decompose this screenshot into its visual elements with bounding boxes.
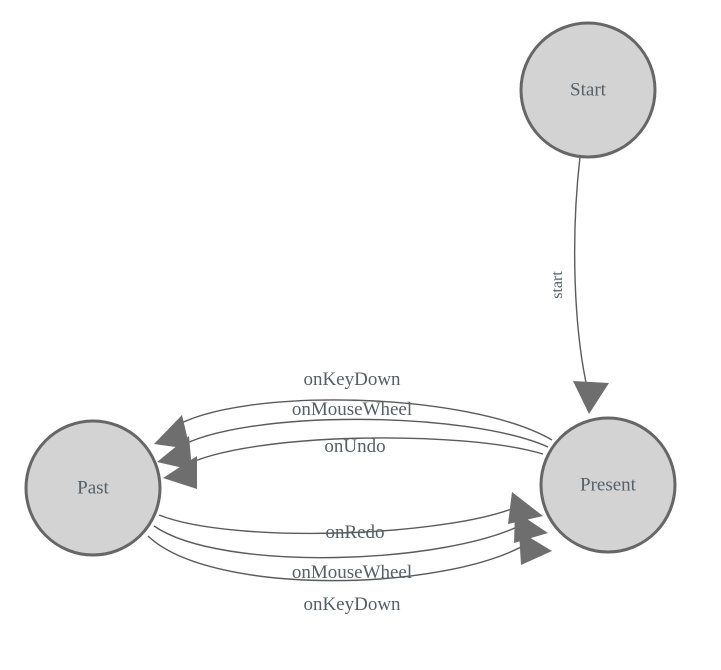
node-past[interactable]: Past	[24, 419, 162, 557]
arrowhead-into-past-1	[154, 415, 190, 449]
arrowhead-into-past-2	[157, 436, 192, 470]
edge-present-to-past-onundo[interactable]	[163, 437, 544, 489]
edge-present-to-past-onmousewheel-path	[176, 418, 549, 449]
edge-past-to-present-onkeydown[interactable]	[147, 531, 552, 582]
edge-present-to-past-onmousewheel[interactable]	[157, 418, 549, 470]
arrowhead-into-present-3	[519, 531, 552, 565]
edge-present-to-past-onkeydown[interactable]	[154, 399, 553, 449]
edge-label-onredo: onRedo	[325, 522, 384, 543]
node-start-circle	[519, 21, 657, 159]
edge-past-to-present-onmousewheel-path	[153, 522, 526, 559]
node-present-label: Present	[580, 474, 637, 495]
node-start-label: Start	[570, 79, 607, 100]
edge-label-onkeydown-upper: onKeyDown	[303, 369, 401, 390]
arrowhead-into-past-3	[163, 456, 197, 489]
edge-present-to-past-onundo-path	[183, 437, 544, 467]
node-present-circle	[539, 416, 677, 554]
edge-past-to-present-onkeydown-path	[147, 535, 531, 582]
edge-start-to-present-path	[573, 156, 590, 397]
edge-label-start: start	[549, 271, 566, 299]
edge-label-onkeydown-lower: onKeyDown	[303, 594, 401, 615]
node-present[interactable]: Present	[539, 416, 677, 554]
edge-present-to-past-onkeydown-path	[171, 399, 553, 441]
edge-label-onmousewheel-upper: onMouseWheel	[292, 399, 412, 420]
arrowhead-into-present-top	[573, 381, 609, 414]
node-start[interactable]: Start	[519, 21, 657, 159]
edge-past-to-present-onredo-path	[158, 504, 522, 535]
edge-start-to-present[interactable]	[573, 156, 609, 414]
edge-label-onundo: onUndo	[324, 436, 385, 457]
node-past-label: Past	[77, 477, 109, 498]
node-past-circle	[24, 419, 162, 557]
edge-label-onmousewheel-lower: onMouseWheel	[292, 562, 412, 583]
